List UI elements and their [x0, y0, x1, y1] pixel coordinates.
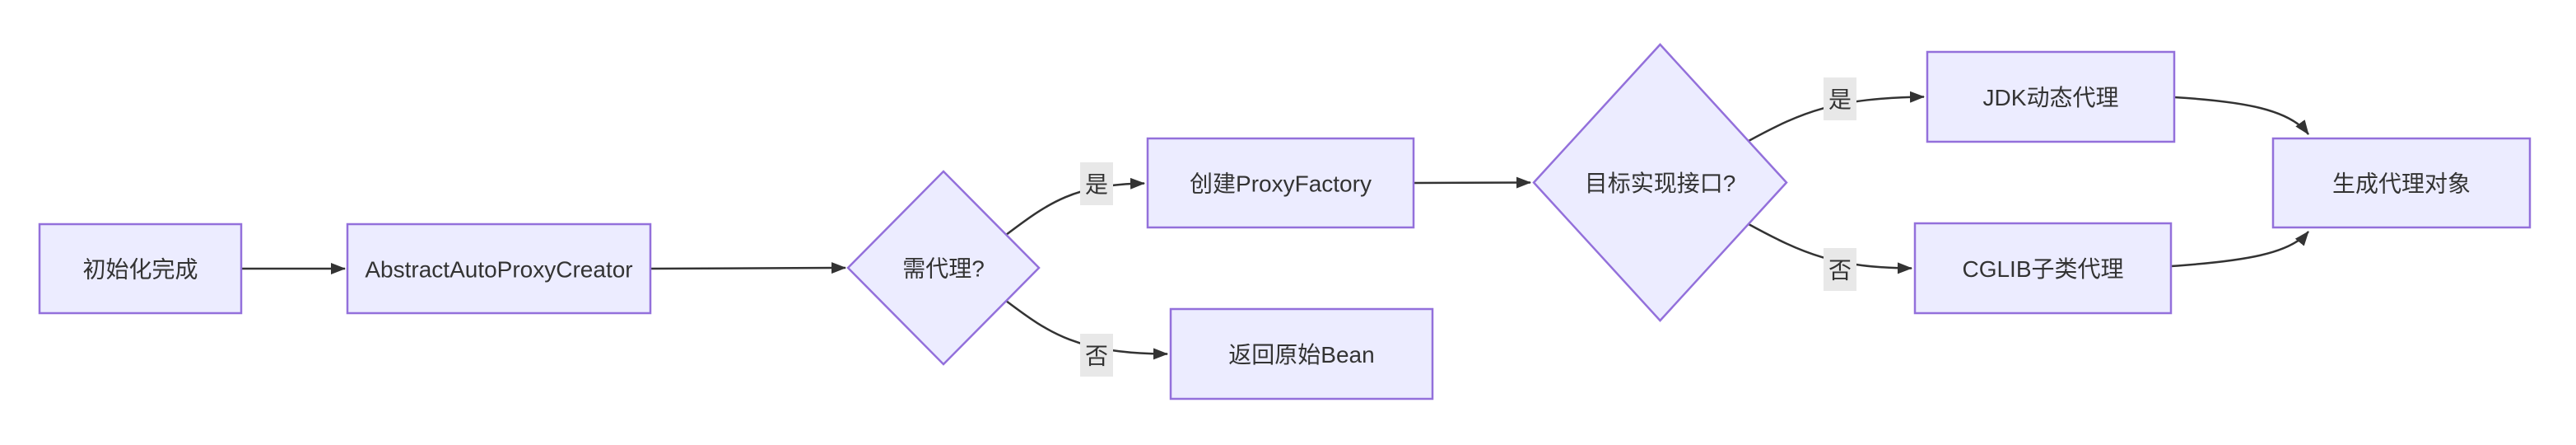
- node-return-bean: 返回原始Bean: [1169, 307, 1434, 400]
- edge-label-bg: [1080, 162, 1113, 205]
- node-init-label: 初始化完成: [82, 257, 198, 283]
- node-cglib-label: CGLIB子类代理: [1962, 256, 2123, 282]
- edge-label-text: 是: [1085, 172, 1108, 198]
- edge-label-yes-targetinterface: 是: [1824, 77, 1856, 120]
- node-result: 生成代理对象: [2271, 137, 2532, 229]
- node-proxy-factory-label: 创建ProxyFactory: [1190, 171, 1372, 197]
- node-proxy-factory: 创建ProxyFactory: [1146, 137, 1415, 229]
- edge-label-text: 否: [1828, 258, 1852, 283]
- node-jdk-shape: [1926, 50, 2176, 143]
- edge-label-bg: [1824, 248, 1856, 291]
- edge-label-bg: [1080, 334, 1113, 377]
- edge-needproxy-proxyfactory: [1005, 177, 1145, 236]
- edge-targetinterface-cglib: [1748, 222, 1912, 274]
- node-proxy-factory-shape: [1146, 137, 1415, 229]
- node-creator-shape: [346, 222, 652, 315]
- edge-creator-needproxy: [650, 262, 846, 274]
- node-need-proxy: 需代理?: [846, 170, 1041, 366]
- edge-label-text: 否: [1085, 344, 1108, 369]
- node-creator: AbstractAutoProxyCreator: [346, 222, 652, 315]
- node-result-label: 生成代理对象: [2332, 171, 2471, 197]
- node-need-proxy-shape: [846, 170, 1041, 366]
- edge-proxyfactory-targetinterface: [1413, 176, 1531, 189]
- node-need-proxy-label: 需代理?: [902, 256, 985, 282]
- node-creator-label: AbstractAutoProxyCreator: [365, 257, 632, 283]
- node-jdk: JDK动态代理: [1926, 50, 2176, 143]
- edge-label-bg: [1824, 77, 1856, 120]
- node-result-shape: [2271, 137, 2532, 229]
- edge-jdk-result: [2173, 96, 2310, 135]
- node-return-bean-label: 返回原始Bean: [1228, 342, 1374, 368]
- node-init-shape: [38, 222, 243, 315]
- node-init: 初始化完成: [38, 222, 243, 315]
- node-cglib: CGLIB子类代理: [1913, 222, 2173, 315]
- node-target-interface: 目标实现接口?: [1532, 43, 1788, 322]
- edge-label-no-needproxy: 否: [1080, 334, 1113, 377]
- node-cglib-shape: [1913, 222, 2173, 315]
- edge-needproxy-returnbean: [1005, 300, 1168, 360]
- edge-label-no-targetinterface: 否: [1824, 248, 1856, 291]
- edge-label-text: 是: [1828, 87, 1852, 113]
- node-return-bean-shape: [1169, 307, 1434, 400]
- node-target-interface-shape: [1532, 43, 1788, 322]
- edge-label-yes-needproxy: 是: [1080, 162, 1113, 205]
- node-target-interface-label: 目标实现接口?: [1585, 171, 1736, 196]
- node-jdk-label: JDK动态代理: [1983, 85, 2119, 110]
- edge-cglib-result: [2170, 231, 2309, 268]
